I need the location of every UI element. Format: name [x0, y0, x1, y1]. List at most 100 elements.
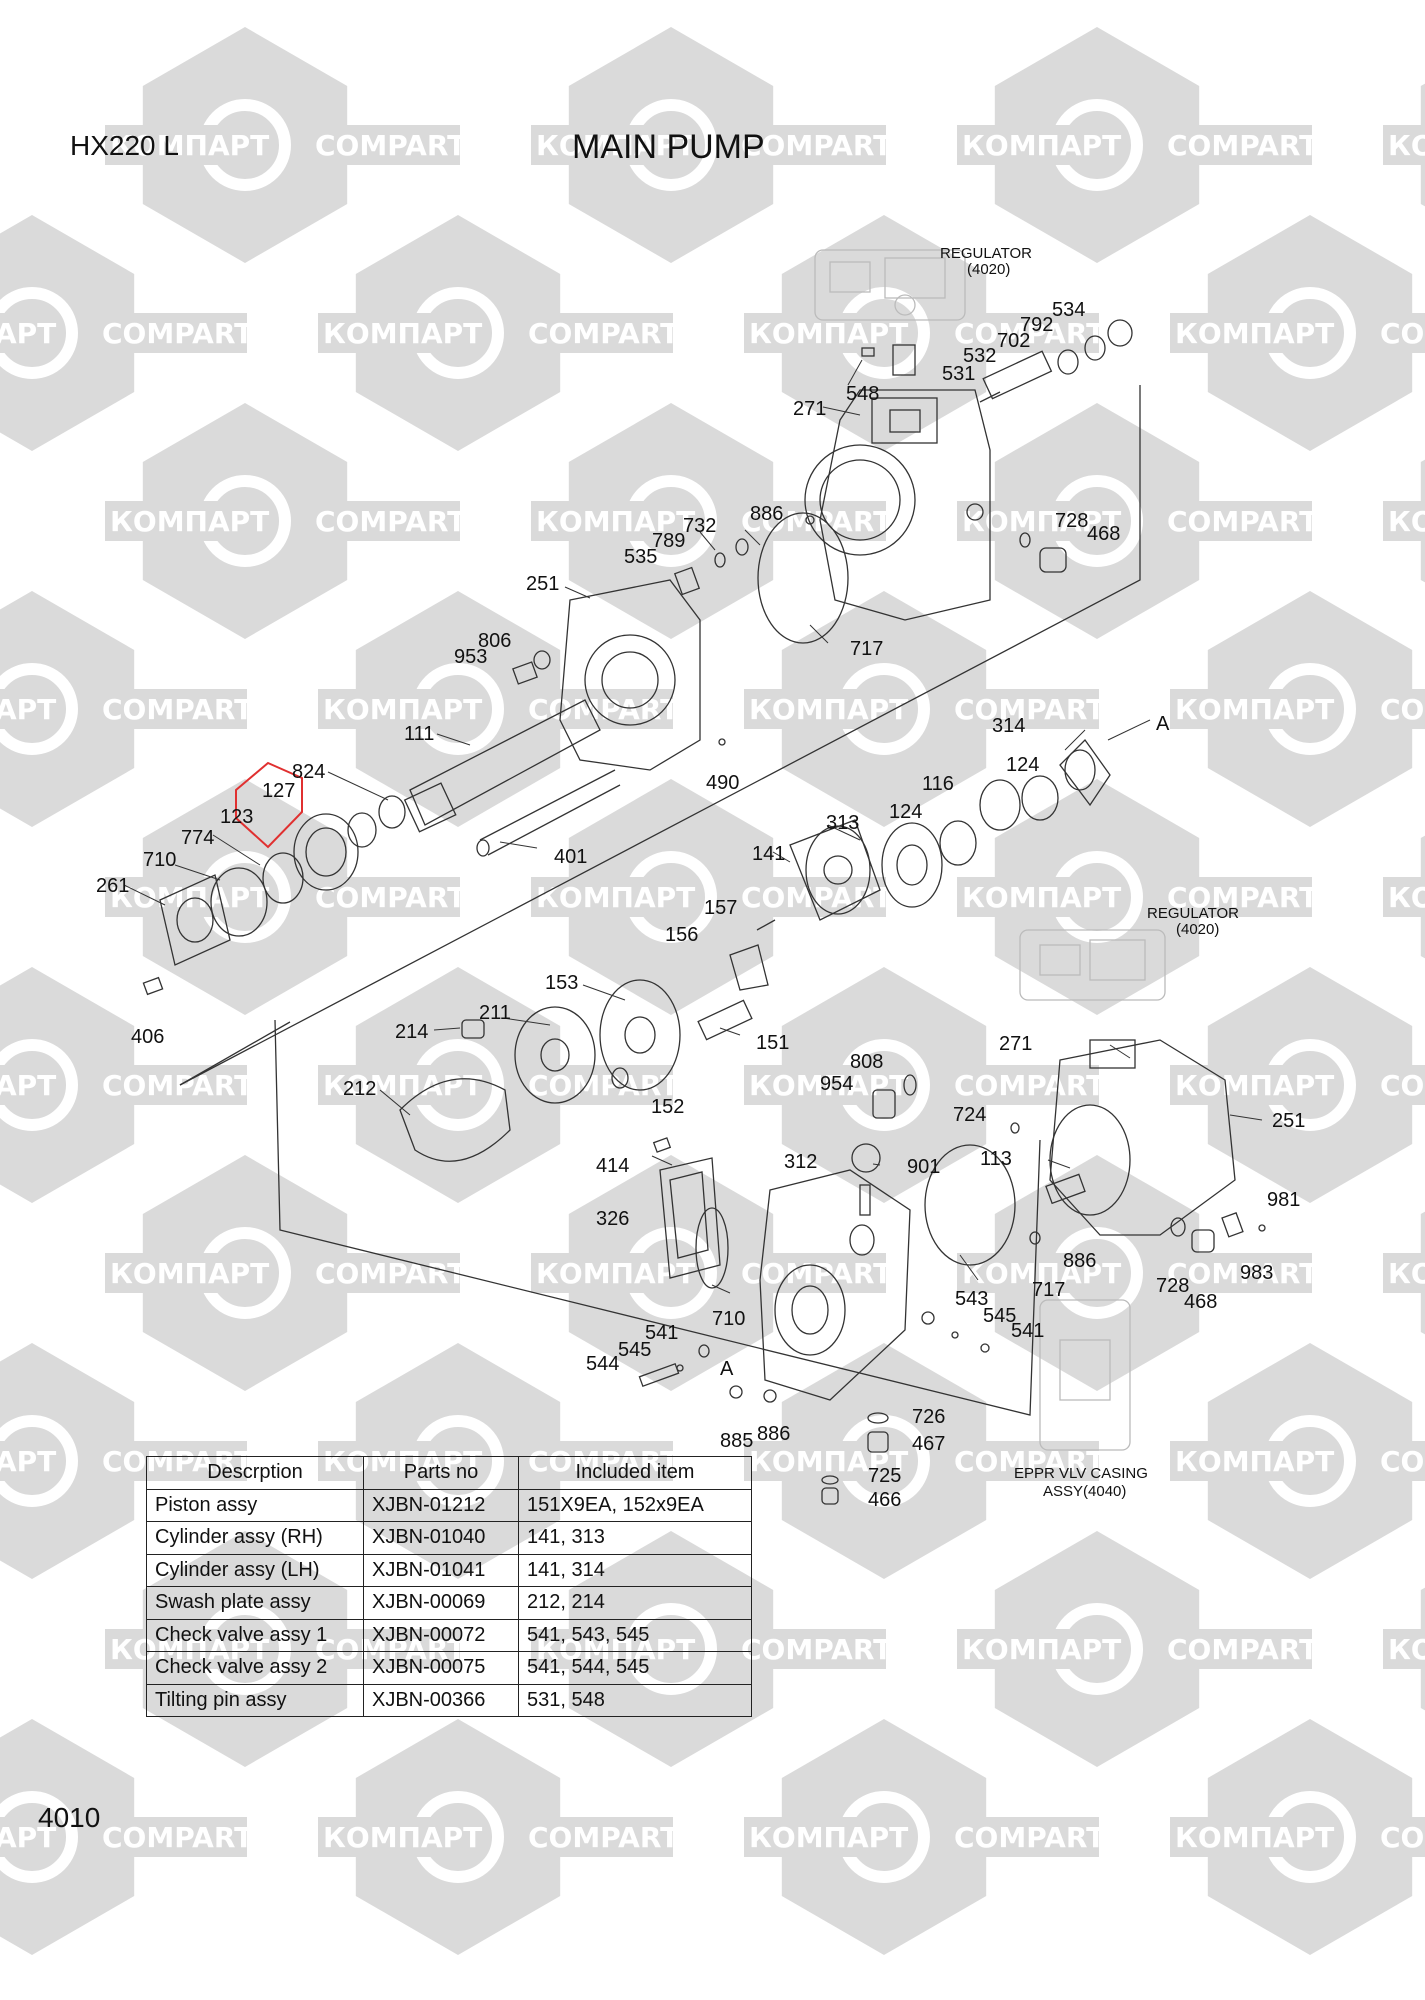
watermark-logo: КОМПАРТ COMPART	[318, 591, 679, 827]
table-cell: XJBN-00069	[363, 1586, 519, 1620]
part-label: 124	[889, 801, 922, 823]
part-label: 531	[942, 363, 975, 385]
part-label: 127	[262, 780, 295, 802]
regulator-top	[814, 249, 966, 321]
svg-text:КОМПАРТ: КОМПАРТ	[323, 693, 482, 726]
watermark-logo: КОМПАРТ COMPART	[744, 591, 1105, 827]
part-label: 271	[999, 1033, 1032, 1055]
highlight-127	[235, 761, 303, 849]
valve-block-312	[759, 1169, 911, 1401]
svg-text:КОМПАРТ: КОМПАРТ	[749, 317, 908, 350]
svg-text:КОМПАРТ: КОМПАРТ	[0, 1069, 56, 1102]
part-label: 116	[922, 773, 954, 795]
part-label: 732	[683, 515, 716, 537]
svg-text:КОМПАРТ: КОМПАРТ	[1388, 1633, 1425, 1666]
part-label: 710	[143, 849, 176, 871]
part-label: 124	[1006, 754, 1039, 776]
part-label: 728	[1156, 1275, 1189, 1297]
part-label: 214	[395, 1021, 428, 1043]
svg-text:COMPART: COMPART	[1167, 505, 1318, 538]
table-row: Cylinder assy (LH) XJBN-01041 141, 314	[146, 1553, 752, 1587]
svg-text:КОМПАРТ: КОМПАРТ	[1388, 1257, 1425, 1290]
svg-text:COMPART: COMPART	[741, 881, 892, 914]
part-label: 151	[756, 1032, 789, 1054]
part-label: 954	[820, 1073, 853, 1095]
svg-text:COMPART: COMPART	[1380, 1821, 1425, 1854]
part-label: 313	[826, 812, 859, 834]
table-row: Check valve assy 1 XJBN-00072 541, 543, …	[146, 1618, 752, 1652]
part-label: 261	[96, 875, 129, 897]
part-label: 726	[912, 1406, 945, 1428]
part-label: 251	[526, 573, 559, 595]
svg-text:COMPART: COMPART	[954, 317, 1105, 350]
part-label: 808	[850, 1051, 883, 1073]
table-cell: 151X9EA, 152x9EA	[518, 1488, 752, 1522]
svg-text:КОМПАРТ: КОМПАРТ	[749, 1821, 908, 1854]
svg-text:COMPART: COMPART	[741, 1633, 892, 1666]
svg-text:COMPART: COMPART	[102, 317, 253, 350]
table-cell: XJBN-00075	[363, 1651, 519, 1685]
swash-plate-212	[399, 1078, 511, 1162]
svg-text:COMPART: COMPART	[1167, 1257, 1318, 1290]
svg-text:COMPART: COMPART	[1167, 1633, 1318, 1666]
part-label: 545	[983, 1305, 1016, 1327]
part-label: 271	[793, 398, 826, 420]
table-cell: 141, 313	[518, 1521, 752, 1555]
regulator-right-label: REGULATOR	[1147, 905, 1239, 922]
table-cell: XJBN-00072	[363, 1618, 519, 1652]
table-cell: XJBN-01040	[363, 1521, 519, 1555]
part-label: 314	[992, 715, 1025, 737]
svg-text:COMPART: COMPART	[315, 129, 466, 162]
svg-text:КОМПАРТ: КОМПАРТ	[1175, 693, 1334, 726]
part-label: 401	[554, 846, 587, 868]
assembly-table: Descrption Parts no Included item Piston…	[146, 1456, 752, 1717]
svg-text:КОМПАРТ: КОМПАРТ	[536, 881, 695, 914]
part-label: 541	[645, 1322, 678, 1344]
part-label: 953	[454, 646, 487, 668]
svg-text:COMPART: COMPART	[102, 1069, 253, 1102]
svg-text:COMPART: COMPART	[741, 505, 892, 538]
svg-text:КОМПАРТ: КОМПАРТ	[962, 129, 1121, 162]
column-header: Parts no	[363, 1456, 519, 1490]
part-label: 548	[846, 383, 879, 405]
part-label: 717	[1032, 1279, 1065, 1301]
part-label: 535	[624, 546, 657, 568]
svg-text:COMPART: COMPART	[954, 1821, 1105, 1854]
view-a-label: A	[720, 1358, 734, 1380]
svg-text:КОМПАРТ: КОМПАРТ	[323, 1069, 482, 1102]
svg-text:COMPART: COMPART	[528, 693, 679, 726]
part-label: 468	[1184, 1291, 1217, 1313]
column-header: Included item	[518, 1456, 752, 1490]
part-label: 717	[850, 638, 883, 660]
part-label: 490	[706, 772, 739, 794]
part-label: 789	[652, 530, 685, 552]
svg-text:КОМПАРТ: КОМПАРТ	[749, 1069, 908, 1102]
part-label: 406	[131, 1026, 164, 1048]
part-label: 532	[963, 345, 996, 367]
watermark-logo: КОМПАРТ COMPART	[531, 779, 892, 1015]
svg-text:COMPART: COMPART	[741, 129, 892, 162]
svg-text:КОМПАРТ: КОМПАРТ	[749, 693, 908, 726]
table-cell: Swash plate assy	[146, 1586, 364, 1620]
svg-text:COMPART: COMPART	[954, 693, 1105, 726]
cylinder-block-141	[789, 819, 881, 921]
svg-text:COMPART: COMPART	[102, 1821, 253, 1854]
part-label: 901	[907, 1156, 940, 1178]
svg-text:COMPART: COMPART	[1380, 317, 1425, 350]
valve-block-251-top	[559, 579, 701, 771]
svg-text:КОМПАРТ: КОМПАРТ	[1388, 505, 1425, 538]
